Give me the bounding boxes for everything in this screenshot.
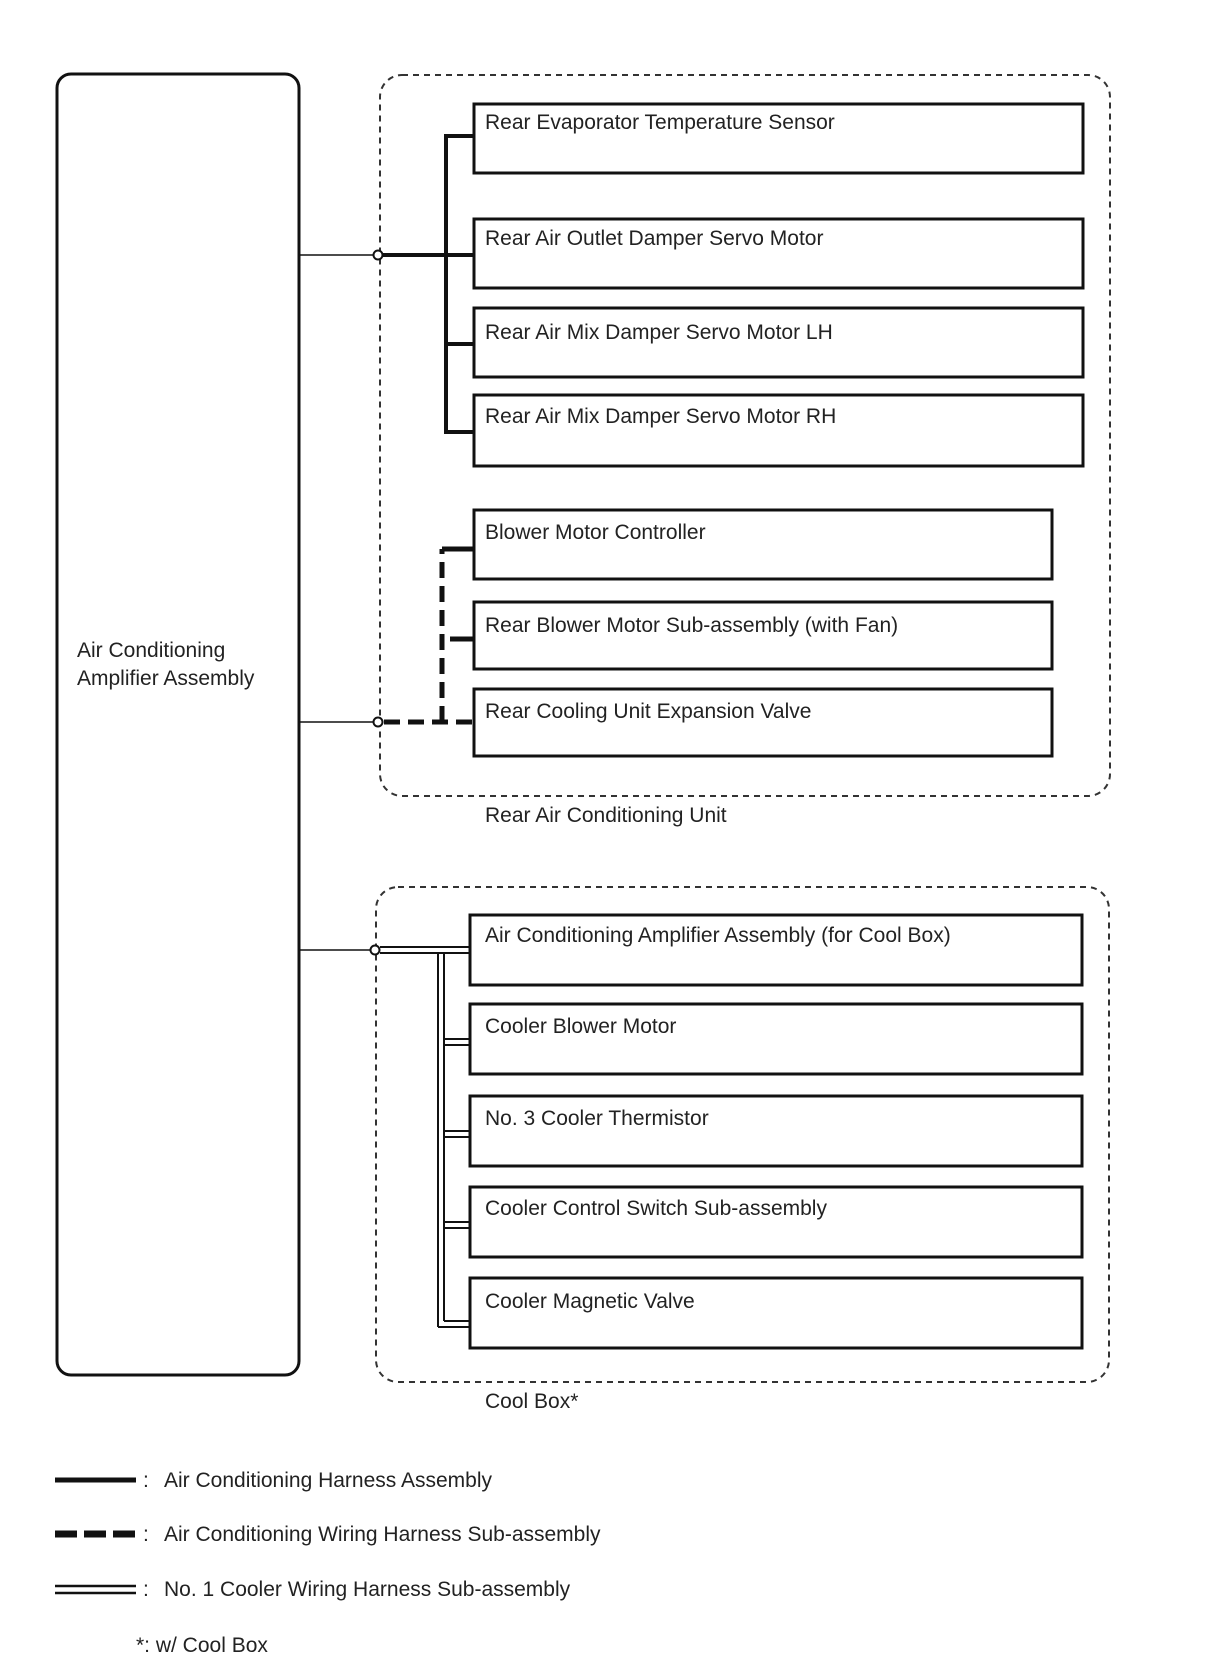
legend-separator: :: [143, 1523, 149, 1546]
component-label: Rear Blower Motor Sub-assembly (with Fan…: [485, 614, 898, 637]
legend-double-line-sample: [55, 1584, 136, 1595]
component-box: [472, 217, 1085, 290]
component-box: [472, 687, 1054, 758]
component-box: [472, 600, 1054, 671]
footnote: *: w/ Cool Box: [136, 1634, 268, 1657]
legend-label: Air Conditioning Wiring Harness Sub-asse…: [164, 1523, 601, 1546]
component-box: [468, 913, 1084, 987]
junction-node: [372, 249, 384, 261]
component-box: [468, 1276, 1084, 1350]
component-box: [468, 1185, 1084, 1259]
component-label: Rear Air Outlet Damper Servo Motor: [485, 227, 823, 250]
component-label: Rear Evaporator Temperature Sensor: [485, 111, 835, 134]
double-line-harness: [380, 946, 470, 1328]
legend-label: Air Conditioning Harness Assembly: [164, 1469, 492, 1492]
junction-node: [372, 716, 384, 728]
component-label: Cooler Blower Motor: [485, 1015, 676, 1038]
rear-ac-unit-group: [379, 74, 1111, 797]
cool-box-group: [375, 886, 1110, 1383]
cool-box-label: Cool Box*: [485, 1390, 578, 1413]
component-box: [472, 306, 1085, 379]
component-label: No. 3 Cooler Thermistor: [485, 1107, 709, 1130]
main-unit-box: [55, 72, 301, 1377]
component-label: Air Conditioning Amplifier Assembly (for…: [485, 924, 951, 947]
component-box: [472, 508, 1054, 581]
component-box: [468, 1094, 1084, 1168]
component-label: Cooler Control Switch Sub-assembly: [485, 1197, 827, 1220]
component-box: [472, 102, 1085, 175]
component-label: Blower Motor Controller: [485, 521, 706, 544]
component-label: Rear Cooling Unit Expansion Valve: [485, 700, 811, 723]
main-unit-label-line2: Amplifier Assembly: [77, 667, 255, 690]
rear-ac-unit-label: Rear Air Conditioning Unit: [485, 804, 727, 827]
legend-label: No. 1 Cooler Wiring Harness Sub-assembly: [164, 1578, 571, 1601]
main-unit-label-line1: Air Conditioning: [77, 639, 225, 662]
component-label: Cooler Magnetic Valve: [485, 1290, 695, 1313]
component-label: Rear Air Mix Damper Servo Motor RH: [485, 405, 836, 428]
component-label: Rear Air Mix Damper Servo Motor LH: [485, 321, 833, 344]
junction-node: [369, 944, 381, 956]
legend-separator: :: [143, 1578, 149, 1601]
legend-separator: :: [143, 1469, 149, 1492]
